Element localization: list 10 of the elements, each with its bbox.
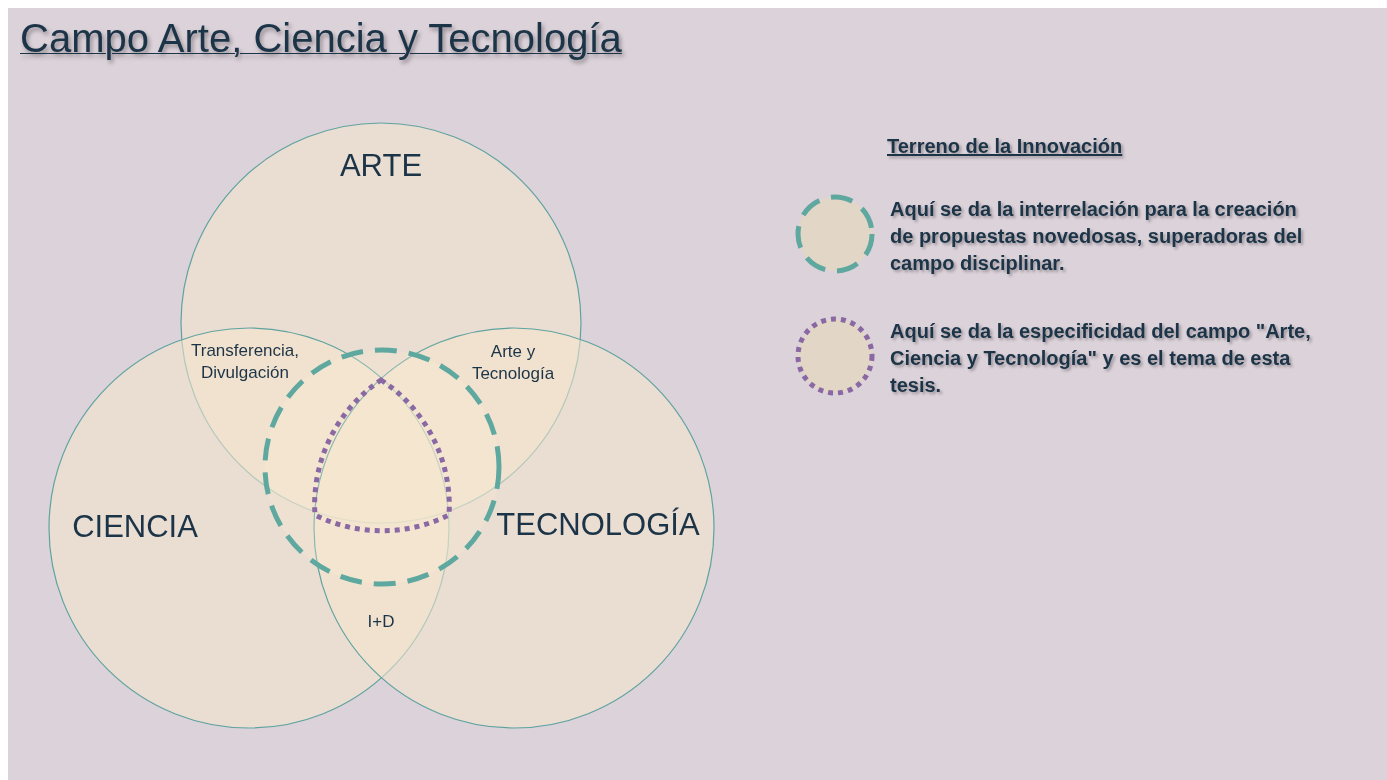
- region-label: Transferencia, Divulgación: [190, 340, 300, 384]
- legend-heading: Terreno de la Innovación: [887, 135, 1123, 157]
- circle-label: CIENCIA: [72, 509, 198, 545]
- circle-label: ARTE: [339, 148, 423, 184]
- region-label: Arte y Tecnología: [470, 341, 556, 385]
- legend-text: Aquí se da la especificidad del campo "Arte, Ciencia y Tecnología" y es el tema de esta tesis.: [890, 319, 1312, 398]
- diagram-title: Campo Arte, Ciencia y Tecnología: [20, 16, 622, 61]
- circle-label: TECNOLOGÍA: [496, 507, 700, 543]
- region-label: I+D: [366, 611, 396, 633]
- legend-text: Aquí se da la interrelación para la creación de propuestas novedosas, superadoras del campo disciplinar.: [890, 197, 1304, 276]
